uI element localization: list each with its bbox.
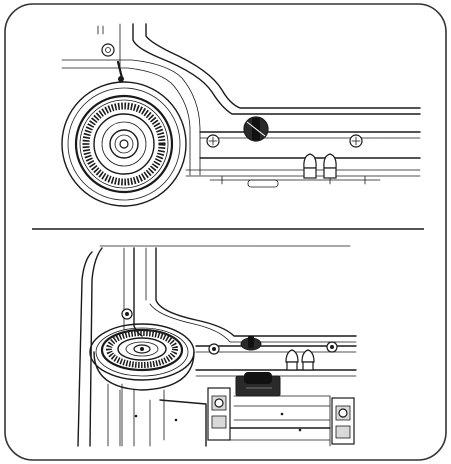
front-wheel-top xyxy=(61,81,187,207)
foot-peg-icon xyxy=(285,349,315,371)
mounting-screw-icon xyxy=(101,43,115,57)
adjustment-knob-icon xyxy=(240,336,262,351)
body-screw-icon xyxy=(121,308,338,355)
top-panel xyxy=(61,23,421,207)
underside-bracket-icon xyxy=(207,387,355,445)
bottom-panel xyxy=(77,245,357,447)
front-wheel-bottom xyxy=(89,323,195,447)
foot-peg-icon xyxy=(303,153,337,179)
dark-bracket xyxy=(235,372,281,397)
body-screw-icon xyxy=(206,134,363,148)
outer-frame xyxy=(4,3,447,461)
adjustment-knob-icon xyxy=(243,116,269,142)
